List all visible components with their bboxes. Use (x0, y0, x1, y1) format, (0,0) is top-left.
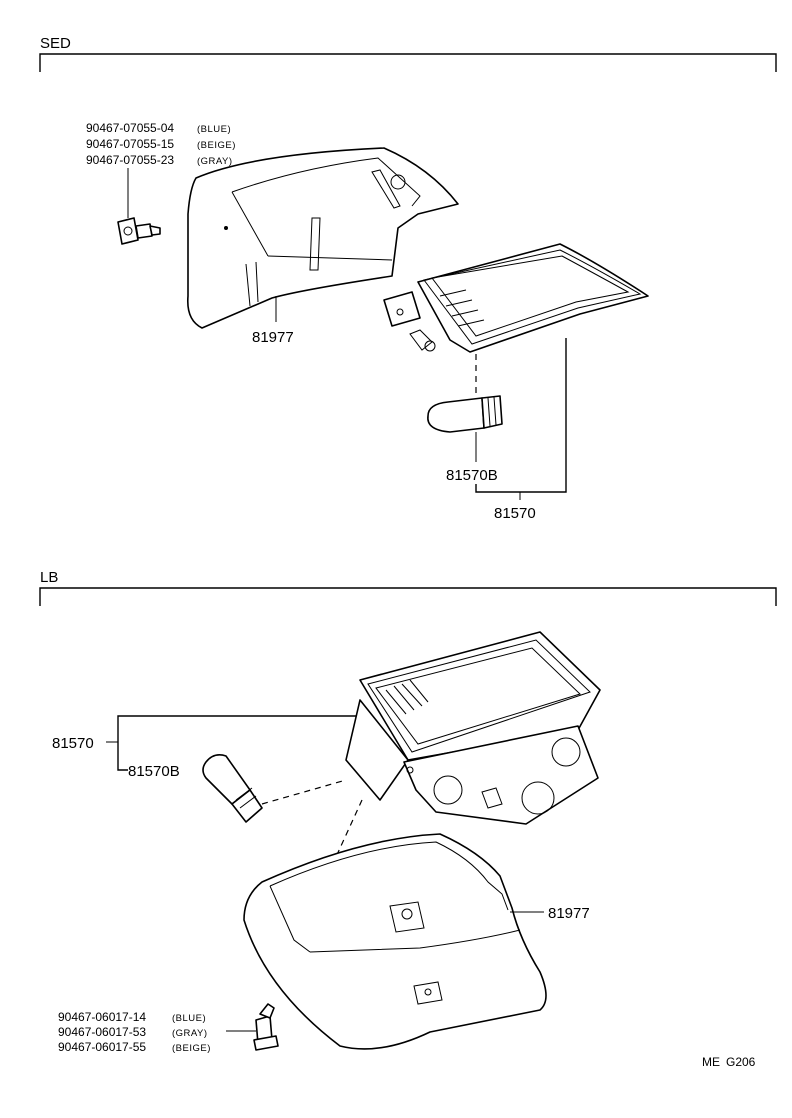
sed-section-bracket (39, 53, 777, 72)
footer: ME G206 (702, 1055, 756, 1069)
footer-page: G206 (726, 1055, 756, 1069)
sed-fastener-labels: 90467-07055-04 (BLUE) 90467-07055-15 (BE… (86, 121, 236, 167)
lb-section-bracket (39, 587, 777, 606)
sed-fastener-note-1: (BLUE) (197, 124, 231, 135)
sed-lamp-bracket (475, 338, 567, 493)
sed-cover-label: 81977 (252, 329, 294, 346)
lb-fastener-part-2: 90467-06017-53 (58, 1025, 146, 1039)
sed-cover-81977 (186, 147, 459, 329)
lb-fastener-part-3: 90467-06017-55 (58, 1040, 146, 1054)
lb-fastener-labels: 90467-06017-14 (BLUE) 90467-06017-53 (GR… (58, 1010, 211, 1054)
lb-lamp-81570 (345, 631, 601, 825)
lb-bulb-81570b (202, 754, 263, 823)
sed-fastener-part-1: 90467-07055-04 (86, 121, 174, 135)
sed-lamp-label: 81570 (494, 505, 536, 522)
sed-fastener-part-2: 90467-07055-15 (86, 137, 174, 151)
lb-lamp-label: 81570 (52, 735, 94, 752)
lb-fastener-note-3: (BEIGE) (172, 1043, 211, 1054)
lb-fastener-note-1: (BLUE) (172, 1013, 206, 1024)
lb-fastener-note-2: (GRAY) (172, 1028, 208, 1039)
sed-section-title: SED (40, 35, 71, 52)
footer-code: ME (702, 1055, 720, 1069)
sed-bulb-81570b (427, 395, 503, 433)
lb-section: LB 81570 81570B (39, 569, 777, 1054)
lb-cover-81977 (243, 833, 547, 1050)
sed-fastener-part-3: 90467-07055-23 (86, 153, 174, 167)
sed-fastener-note-3: (GRAY) (197, 156, 233, 167)
sed-bulb-label: 81570B (446, 467, 498, 484)
lb-lamp-bracket (117, 715, 356, 771)
lb-section-title: LB (40, 569, 58, 586)
sed-fastener-note-2: (BEIGE) (197, 140, 236, 151)
lb-cover-label: 81977 (548, 905, 590, 922)
sed-clip-fastener (117, 217, 161, 245)
lb-fastener-part-1: 90467-06017-14 (58, 1010, 146, 1024)
lb-bulb-dash (261, 779, 347, 805)
lb-cover-dash (297, 799, 363, 941)
lb-bulb-label: 81570B (128, 763, 180, 780)
sed-lamp-81570 (383, 243, 649, 353)
sed-section: SED 90467-07055-04 (BLUE) 90467-07055-15… (39, 35, 777, 522)
lb-clip-fastener (253, 1003, 279, 1051)
